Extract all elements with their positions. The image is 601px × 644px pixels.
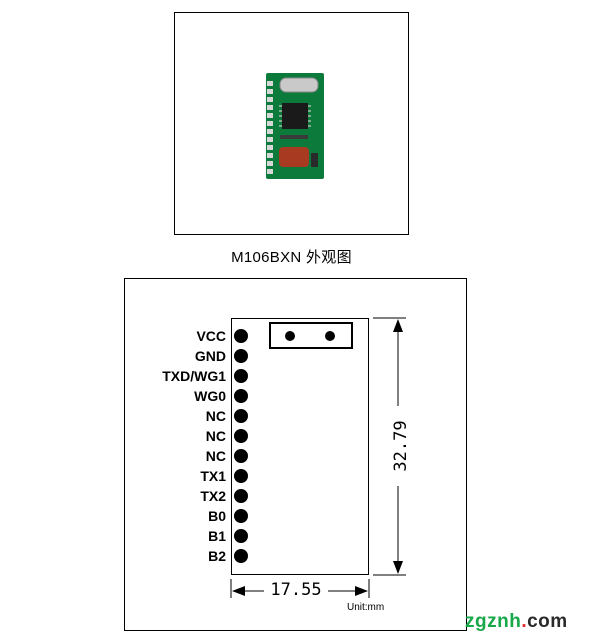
smd-component xyxy=(280,135,308,139)
pin-label: GND xyxy=(194,348,226,364)
dimension-diagram-frame xyxy=(124,278,467,631)
pin-label: NC xyxy=(205,448,226,464)
ic-chip-leads xyxy=(279,105,311,127)
width-arrow-left-icon xyxy=(232,586,245,596)
width-dimension-label: 17.55 xyxy=(264,580,328,600)
antenna-connector xyxy=(269,322,353,349)
pin-dot xyxy=(234,549,248,563)
pin-label: B1 xyxy=(208,528,226,544)
connector-pin xyxy=(325,331,335,341)
pin-dot xyxy=(234,469,248,483)
pin-row-nc-1: NC xyxy=(120,407,248,425)
pin-dot xyxy=(234,329,248,343)
pin-dot xyxy=(234,369,248,383)
product-photo-frame xyxy=(174,12,409,235)
pin-row-nc-3: NC xyxy=(120,447,248,465)
ic-chip xyxy=(282,103,308,129)
module-outline xyxy=(231,318,369,575)
pin-row-nc-2: NC xyxy=(120,427,248,445)
pin-label: VCC xyxy=(196,328,226,344)
pin-row-vcc: VCC xyxy=(120,327,248,345)
pin-row-wg0: WG0 xyxy=(120,387,248,405)
crystal-oscillator xyxy=(279,77,319,93)
pin-label: TX2 xyxy=(200,488,226,504)
pin-dot xyxy=(234,529,248,543)
pin-dot xyxy=(234,349,248,363)
width-arrow-right-icon xyxy=(355,586,368,596)
pin-row-b0: B0 xyxy=(120,507,248,525)
site-watermark: zgznh.com xyxy=(465,611,568,633)
pin-row-b2: B2 xyxy=(120,547,248,565)
connector-pin xyxy=(285,331,295,341)
pcb-module-photo xyxy=(266,73,324,179)
pin-row-tx2: TX2 xyxy=(120,487,248,505)
watermark-dot: . xyxy=(521,611,528,632)
height-dimension-label: 32.79 xyxy=(391,406,411,486)
pin-row-gnd: GND xyxy=(120,347,248,365)
pin-dot xyxy=(234,429,248,443)
pin-label: NC xyxy=(205,428,226,444)
pin-label: B0 xyxy=(208,508,226,524)
pin-row-b1: B1 xyxy=(120,527,248,545)
pin-dot xyxy=(234,489,248,503)
watermark-part-1: zgznh xyxy=(465,611,522,632)
capacitor xyxy=(279,147,309,167)
pin-label: B2 xyxy=(208,548,226,564)
smd-component xyxy=(311,153,318,167)
unit-label: Unit:mm xyxy=(347,602,385,613)
pin-row-tx1: TX1 xyxy=(120,467,248,485)
pcb-pin-header xyxy=(267,81,273,174)
pin-dot xyxy=(234,409,248,423)
watermark-part-2: com xyxy=(527,611,568,632)
pin-label: TX1 xyxy=(200,468,226,484)
pin-label: WG0 xyxy=(194,388,226,404)
pin-row-txd-wg1: TXD/WG1 xyxy=(120,367,248,385)
pin-dot xyxy=(234,389,248,403)
pin-dot xyxy=(234,449,248,463)
pin-label: NC xyxy=(205,408,226,424)
product-caption: M106BXN 外观图 xyxy=(231,249,352,266)
height-arrow-top-icon xyxy=(393,319,403,332)
pin-label: TXD/WG1 xyxy=(162,368,226,384)
pin-dot xyxy=(234,509,248,523)
height-arrow-bottom-icon xyxy=(393,561,403,574)
